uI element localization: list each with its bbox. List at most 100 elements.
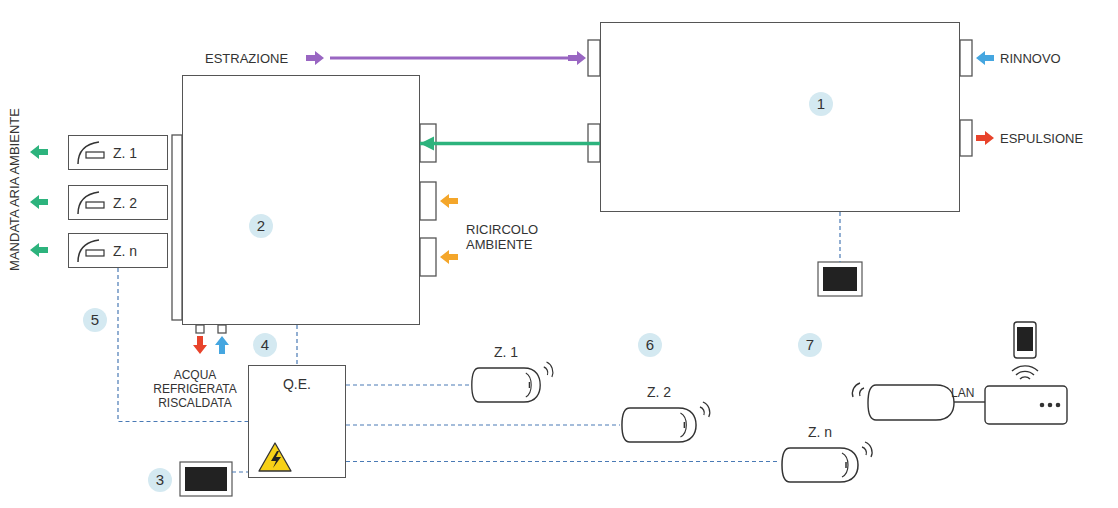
control-panel [818, 262, 862, 296]
unit-ports [960, 120, 972, 156]
unit-ports [172, 135, 182, 320]
wifi-gateway [868, 385, 954, 420]
smartphone [1014, 322, 1036, 358]
airflow-duct [420, 142, 600, 146]
wifi-gateway [852, 383, 864, 397]
airflow-arrow [30, 195, 48, 209]
electrical-panel: Q.E. [248, 365, 346, 478]
damper-symbol [86, 152, 104, 158]
callout-number: 7 [798, 333, 822, 357]
thermostat-symbol [845, 462, 847, 468]
airflow-label: RINNOVO [1000, 51, 1061, 66]
control-wire [346, 461, 780, 462]
router [985, 366, 1067, 424]
panel-label: Q.E. [249, 376, 345, 392]
callout-number: 2 [249, 214, 273, 238]
thermostat-symbol [700, 402, 710, 417]
airflow-arrow [568, 51, 586, 65]
zone-thermostat: Z. n [780, 445, 860, 485]
unit-ports [218, 325, 226, 333]
smartphone [1014, 322, 1036, 358]
router [985, 386, 1067, 424]
thermostat-symbol [842, 453, 848, 477]
airflow-arrow [440, 194, 458, 208]
airflow-arrow [330, 57, 574, 60]
control-panel [185, 467, 227, 491]
wifi-gateway [852, 383, 985, 420]
zone-label: Z. n [770, 424, 870, 440]
zone-damper: Z. 1 [68, 135, 168, 170]
wifi-gateway [954, 401, 985, 402]
warning-symbol [271, 451, 281, 468]
control-wire [839, 212, 840, 262]
thermostat-symbol [544, 362, 553, 377]
zone-label: Z. n [113, 243, 137, 259]
airflow-label: RICIRCOLO AMBIENTE [466, 222, 566, 252]
router [1048, 403, 1051, 406]
water-arrow [215, 336, 229, 354]
callout-number: 6 [638, 333, 662, 357]
airflow-label: ESTRAZIONE [205, 51, 288, 66]
airflow-arrow [306, 51, 324, 65]
zone-label: Z. 2 [610, 384, 708, 400]
unit-ports [960, 40, 972, 76]
network-label: LAN [951, 386, 974, 400]
warning-symbol [259, 443, 291, 471]
thermostat-symbol [620, 405, 698, 445]
damper-symbol [86, 202, 104, 208]
air-treatment-unit: 2 [182, 75, 420, 325]
warning-symbol [257, 441, 293, 473]
callout-number: 5 [83, 308, 107, 332]
callout-number: 3 [148, 468, 172, 492]
heat-recovery-unit: 1 [600, 22, 960, 212]
damper-symbol [73, 238, 109, 264]
water-arrow [193, 336, 207, 354]
zone-label: Z. 1 [460, 344, 552, 360]
zone-damper: Z. n [68, 233, 168, 268]
control-panel [823, 267, 857, 291]
router [1012, 366, 1038, 379]
water-arrow [193, 336, 229, 354]
airflow-arrow [440, 250, 458, 264]
damper-symbol [73, 190, 109, 216]
airflow-arrow [976, 131, 994, 145]
zone-thermostat: Z. 2 [620, 405, 698, 445]
thermostat-symbol [529, 382, 530, 388]
thermostat-symbol [472, 368, 540, 402]
router [1040, 403, 1043, 406]
callout-number: 4 [253, 333, 277, 357]
zone-label: Z. 1 [113, 145, 137, 161]
smartphone [1017, 327, 1033, 351]
control-wire [346, 424, 620, 425]
damper-symbol [86, 250, 104, 256]
router [1056, 403, 1059, 406]
water-label: ACQUA REFRIGERATA RISCALDATA [150, 368, 240, 410]
unit-ports [420, 238, 436, 276]
callout-number: 1 [809, 92, 833, 116]
control-panel [180, 462, 232, 496]
control-wire [232, 471, 248, 472]
thermostat-symbol [782, 448, 858, 482]
control-wire [346, 384, 470, 385]
thermostat-symbol [684, 422, 685, 428]
thermostat-symbol [862, 442, 872, 457]
thermostat-symbol [680, 413, 686, 437]
thermostat-symbol [526, 373, 531, 397]
thermostat-symbol [780, 445, 860, 485]
airflow-arrow [30, 145, 48, 159]
control-wire [296, 325, 297, 365]
thermostat-symbol [622, 408, 696, 442]
thermostat-symbol [470, 365, 542, 405]
unit-ports [588, 40, 600, 76]
airflow-label: MANDATA ARIA AMBIENTE [7, 90, 22, 290]
unit-ports [196, 325, 204, 333]
zone-label: Z. 2 [113, 195, 137, 211]
zone-thermostat: Z. 1 [470, 365, 542, 405]
unit-ports [420, 182, 436, 220]
zone-damper: Z. 2 [68, 185, 168, 220]
damper-symbol [73, 140, 109, 166]
airflow-arrow [976, 51, 994, 65]
airflow-label: ESPULSIONE [1000, 131, 1083, 146]
airflow-arrow [30, 243, 48, 257]
